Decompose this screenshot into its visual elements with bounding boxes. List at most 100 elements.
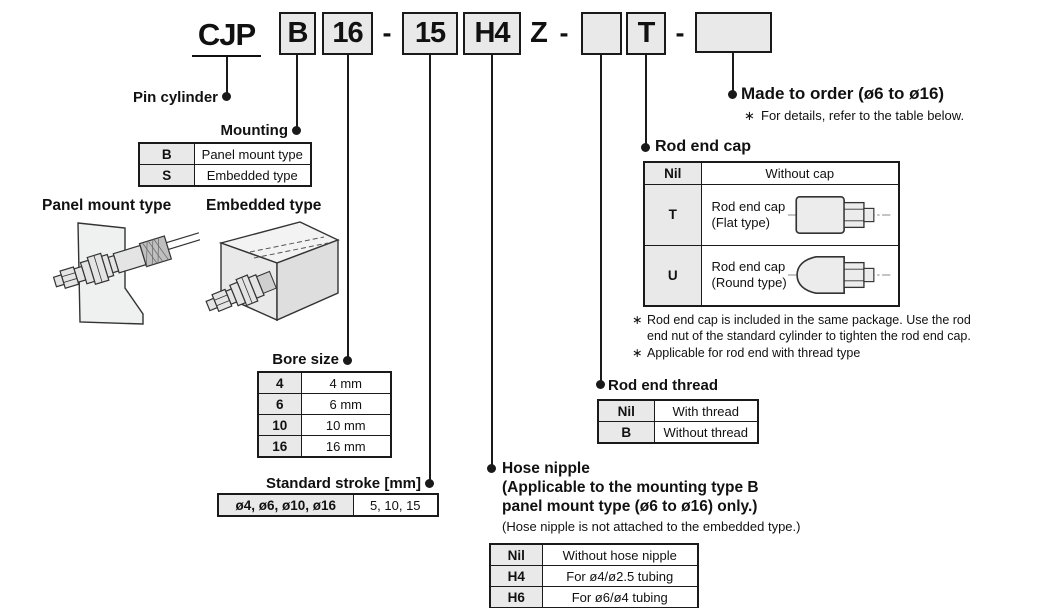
- order-code-rod-end-cap-box: T: [626, 12, 666, 55]
- connector-dot: [292, 126, 301, 135]
- connector-dot: [425, 479, 434, 488]
- table-row: Nil Without cap: [643, 161, 900, 185]
- code-cell: S: [138, 164, 195, 187]
- hose-nipple-label-line3: panel mount type (ø6 to ø16) only.): [502, 498, 758, 515]
- table-row: H6 For ø6/ø4 tubing: [489, 586, 699, 608]
- note-item: ∗ Applicable for rod end with thread typ…: [632, 346, 971, 362]
- made-to-order-label: Made to order (ø6 to ø16): [741, 84, 945, 103]
- desc-cell: Embedded type: [193, 164, 312, 187]
- rod-end-thread-table: Nil With thread B Without thread: [597, 399, 759, 444]
- embedded-type-label: Embedded type: [206, 197, 322, 214]
- connector-dot: [487, 464, 496, 473]
- standard-stroke-table: ø4, ø6, ø10, ø16 5, 10, 15: [217, 493, 439, 517]
- asterisk-marker: ∗: [744, 108, 755, 123]
- cap-desc-line: Rod end cap: [711, 198, 786, 214]
- connector-line: [645, 55, 647, 148]
- hose-nipple-heading: Hose nipple (Applicable to the mounting …: [502, 459, 800, 534]
- code-cell: B: [597, 421, 655, 444]
- code-cell: B: [138, 142, 195, 165]
- bore-size-table: 4 4 mm 6 6 mm 10 10 mm 16 16 mm: [257, 371, 392, 458]
- hose-nipple-label: Hose nipple: [502, 460, 590, 477]
- connector-dot: [596, 380, 605, 389]
- code-cell: 16: [257, 435, 302, 458]
- desc-cell: 16 mm: [300, 435, 392, 458]
- table-row: S Embedded type: [138, 164, 312, 187]
- connector-line: [296, 55, 298, 131]
- code-cell: 4: [257, 371, 302, 394]
- asterisk-marker: ∗: [632, 313, 643, 327]
- table-row: B Without thread: [597, 421, 759, 444]
- table-row: 16 16 mm: [257, 435, 392, 458]
- note-text: Applicable for rod end with thread type: [647, 346, 861, 360]
- standard-stroke-label: Standard stroke [mm]: [265, 475, 421, 492]
- table-row: 6 6 mm: [257, 393, 392, 415]
- desc-cell: Rod end cap (Flat type): [700, 183, 900, 246]
- desc-cell: Rod end cap (Round type): [700, 244, 900, 307]
- desc-cell: Panel mount type: [193, 142, 312, 165]
- table-row: T Rod end cap (Flat type): [643, 183, 900, 246]
- code-cell: 6: [257, 393, 302, 415]
- order-code-series: CJP: [192, 14, 261, 57]
- desc-cell: 5, 10, 15: [352, 493, 439, 517]
- flat-cap-icon: [788, 195, 892, 234]
- rod-end-cap-label: Rod end cap: [655, 138, 752, 155]
- order-code-hose-nipple-box: H4: [463, 12, 521, 55]
- order-code-rod-end-thread-box: [581, 12, 622, 55]
- note-item: ∗ Rod end cap is included in the same pa…: [632, 313, 971, 344]
- connector-dot: [222, 92, 231, 101]
- table-row: Nil Without hose nipple: [489, 543, 699, 566]
- hose-nipple-label-line2: (Applicable to the mounting type B: [502, 479, 759, 496]
- code-cell: Nil: [597, 399, 655, 422]
- code-cell: ø4, ø6, ø10, ø16: [217, 493, 354, 517]
- order-code-mounting-box: B: [279, 12, 316, 55]
- panel-mount-type-label: Panel mount type: [42, 197, 172, 214]
- connector-line: [347, 55, 349, 361]
- order-code-suffix: Z: [530, 17, 548, 49]
- connector-dot: [728, 90, 737, 99]
- made-to-order-note: ∗ For details, refer to the table below.: [741, 108, 964, 124]
- made-to-order-heading: Made to order (ø6 to ø16) ∗ For details,…: [741, 84, 964, 124]
- connector-line: [226, 57, 228, 97]
- cap-desc-line: Rod end cap: [711, 259, 786, 275]
- order-code-made-to-order-box: [695, 12, 772, 53]
- desc-cell: Without thread: [653, 421, 759, 444]
- asterisk-marker: ∗: [632, 346, 643, 360]
- desc-cell: Without cap: [700, 161, 900, 185]
- table-row: U Rod end cap (Round type): [643, 244, 900, 307]
- cap-desc-line: (Round type): [711, 275, 787, 291]
- table-row: B Panel mount type: [138, 142, 312, 165]
- hose-nipple-table: Nil Without hose nipple H4 For ø4/ø2.5 t…: [489, 543, 699, 608]
- table-row: Nil With thread: [597, 399, 759, 422]
- connector-dot: [343, 356, 352, 365]
- connector-line: [732, 53, 734, 95]
- desc-cell: With thread: [653, 399, 759, 422]
- desc-cell: For ø6/ø4 tubing: [541, 586, 699, 608]
- embedded-illustration: [205, 221, 340, 322]
- hose-nipple-subnote: (Hose nipple is not attached to the embe…: [502, 519, 801, 534]
- pin-cylinder-label: Pin cylinder: [132, 89, 218, 106]
- round-cap-icon: [788, 256, 892, 295]
- table-row: ø4, ø6, ø10, ø16 5, 10, 15: [217, 493, 439, 517]
- cap-desc-line: (Flat type): [711, 214, 771, 230]
- connector-line: [491, 55, 493, 469]
- desc-cell: Without hose nipple: [541, 543, 699, 566]
- desc-cell: 10 mm: [300, 414, 392, 436]
- rod-end-cap-notes: ∗ Rod end cap is included in the same pa…: [632, 313, 971, 364]
- code-cell: Nil: [489, 543, 543, 566]
- table-row: H4 For ø4/ø2.5 tubing: [489, 565, 699, 587]
- code-cell: H6: [489, 586, 543, 608]
- code-separator-dash: -: [559, 18, 569, 48]
- table-row: 10 10 mm: [257, 414, 392, 436]
- rod-end-cap-table: Nil Without cap T Rod end cap (Flat type…: [643, 161, 900, 307]
- connector-dot: [641, 143, 650, 152]
- connector-line: [429, 55, 431, 484]
- code-cell: T: [643, 183, 702, 246]
- desc-cell: 4 mm: [300, 371, 392, 394]
- table-row: 4 4 mm: [257, 371, 392, 394]
- order-code-stroke-box: 15: [402, 12, 458, 55]
- desc-cell: For ø4/ø2.5 tubing: [541, 565, 699, 587]
- code-cell: H4: [489, 565, 543, 587]
- code-separator-dash: -: [382, 18, 392, 48]
- code-cell: U: [643, 244, 702, 307]
